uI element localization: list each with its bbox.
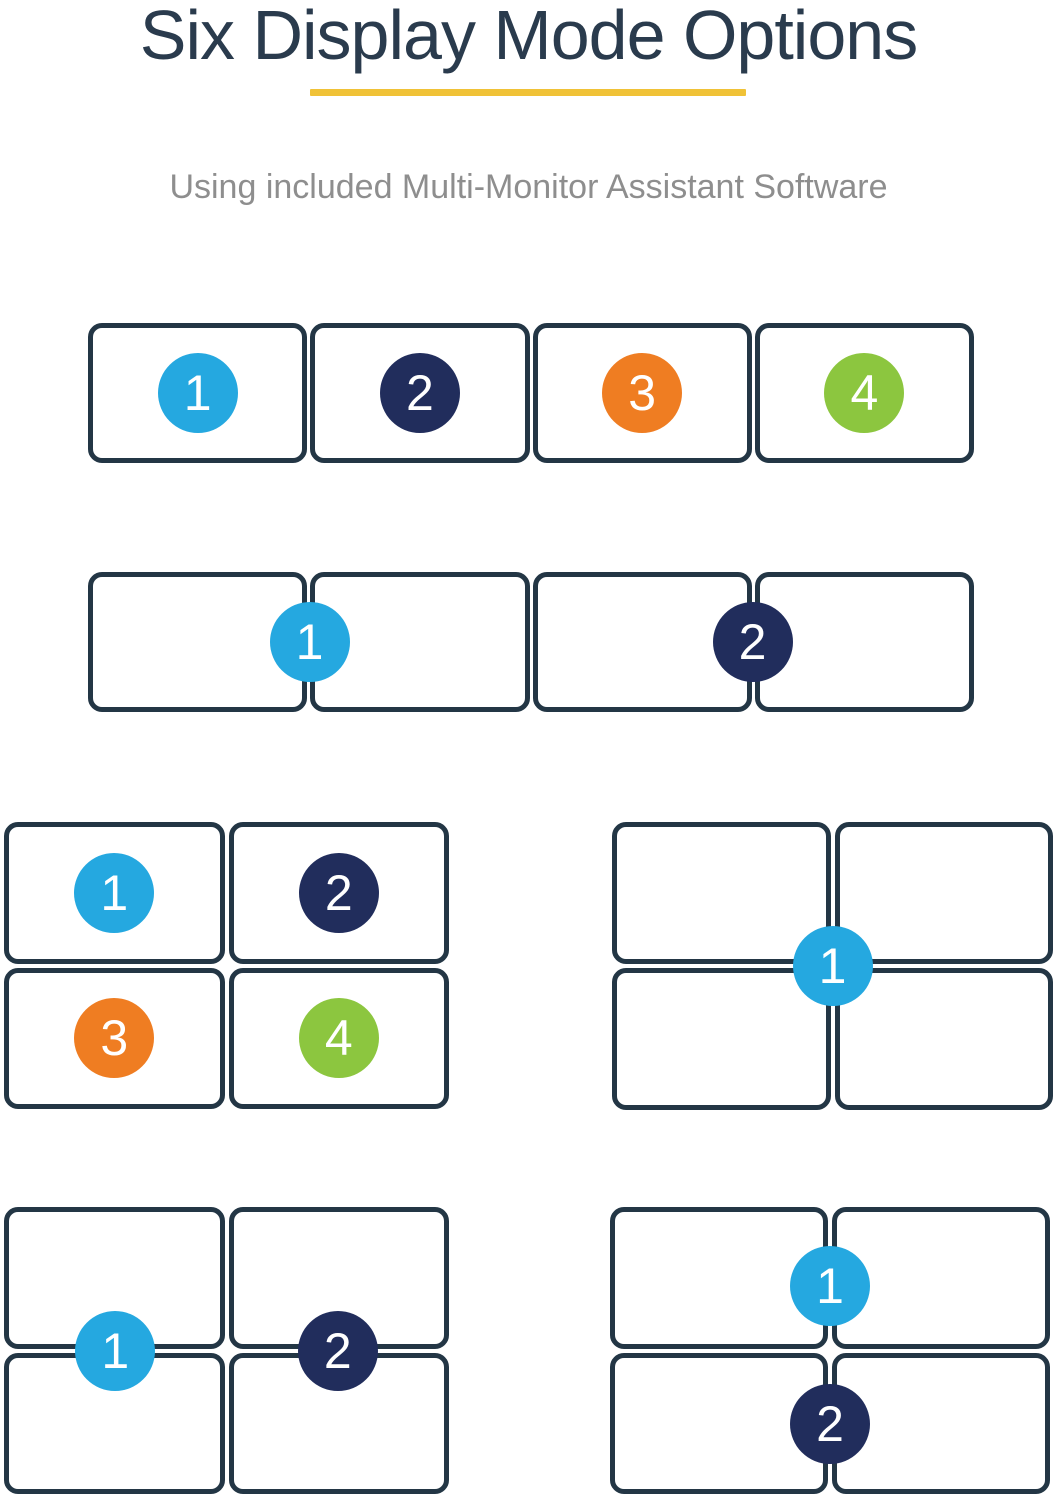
monitor <box>834 822 1053 964</box>
display-number-badge: 1 <box>790 1245 870 1326</box>
display-number-badge: 1 <box>269 602 350 682</box>
monitor: 4 <box>228 967 449 1109</box>
mode-two-displays-spanning-pairs: 1 2 <box>88 572 974 712</box>
mode-four-displays-row: 1 2 3 4 <box>88 323 974 463</box>
display-number-badge: 4 <box>298 998 379 1079</box>
display-number-badge: 3 <box>74 998 155 1079</box>
monitor <box>612 822 831 964</box>
monitor: 2 <box>228 822 449 964</box>
monitor: 2 <box>310 323 530 463</box>
display-number-badge: 2 <box>712 602 793 682</box>
title-accent-underline <box>310 89 746 96</box>
display-number-badge: 1 <box>74 852 155 933</box>
page-subtitle: Using included Multi-Monitor Assistant S… <box>169 168 888 206</box>
mode-two-displays-horizontal-span: 1 2 <box>610 1207 1050 1494</box>
monitor: 1 <box>4 822 225 964</box>
monitor: 4 <box>754 323 974 463</box>
mode-two-displays-vertical-span: 1 2 <box>4 1207 449 1494</box>
display-number-badge: 1 <box>75 1310 156 1391</box>
display-number-badge: 2 <box>298 852 379 933</box>
monitor <box>834 968 1053 1110</box>
display-number-badge: 2 <box>379 353 460 433</box>
display-number-badge: 1 <box>157 353 238 433</box>
monitor <box>612 968 831 1110</box>
display-number-badge: 1 <box>792 926 873 1006</box>
monitor: 1 <box>88 323 308 463</box>
display-number-badge: 2 <box>297 1310 378 1391</box>
monitor: 3 <box>4 967 225 1109</box>
display-number-badge: 4 <box>824 353 905 433</box>
display-number-badge: 3 <box>602 353 683 433</box>
display-number-badge: 2 <box>790 1383 870 1464</box>
monitor: 3 <box>532 323 752 463</box>
mode-four-displays-grid: 1 2 3 4 <box>4 822 449 1109</box>
page-title: Six Display Mode Options <box>139 0 918 74</box>
mode-one-display-spanning-grid: 1 <box>612 822 1053 1110</box>
